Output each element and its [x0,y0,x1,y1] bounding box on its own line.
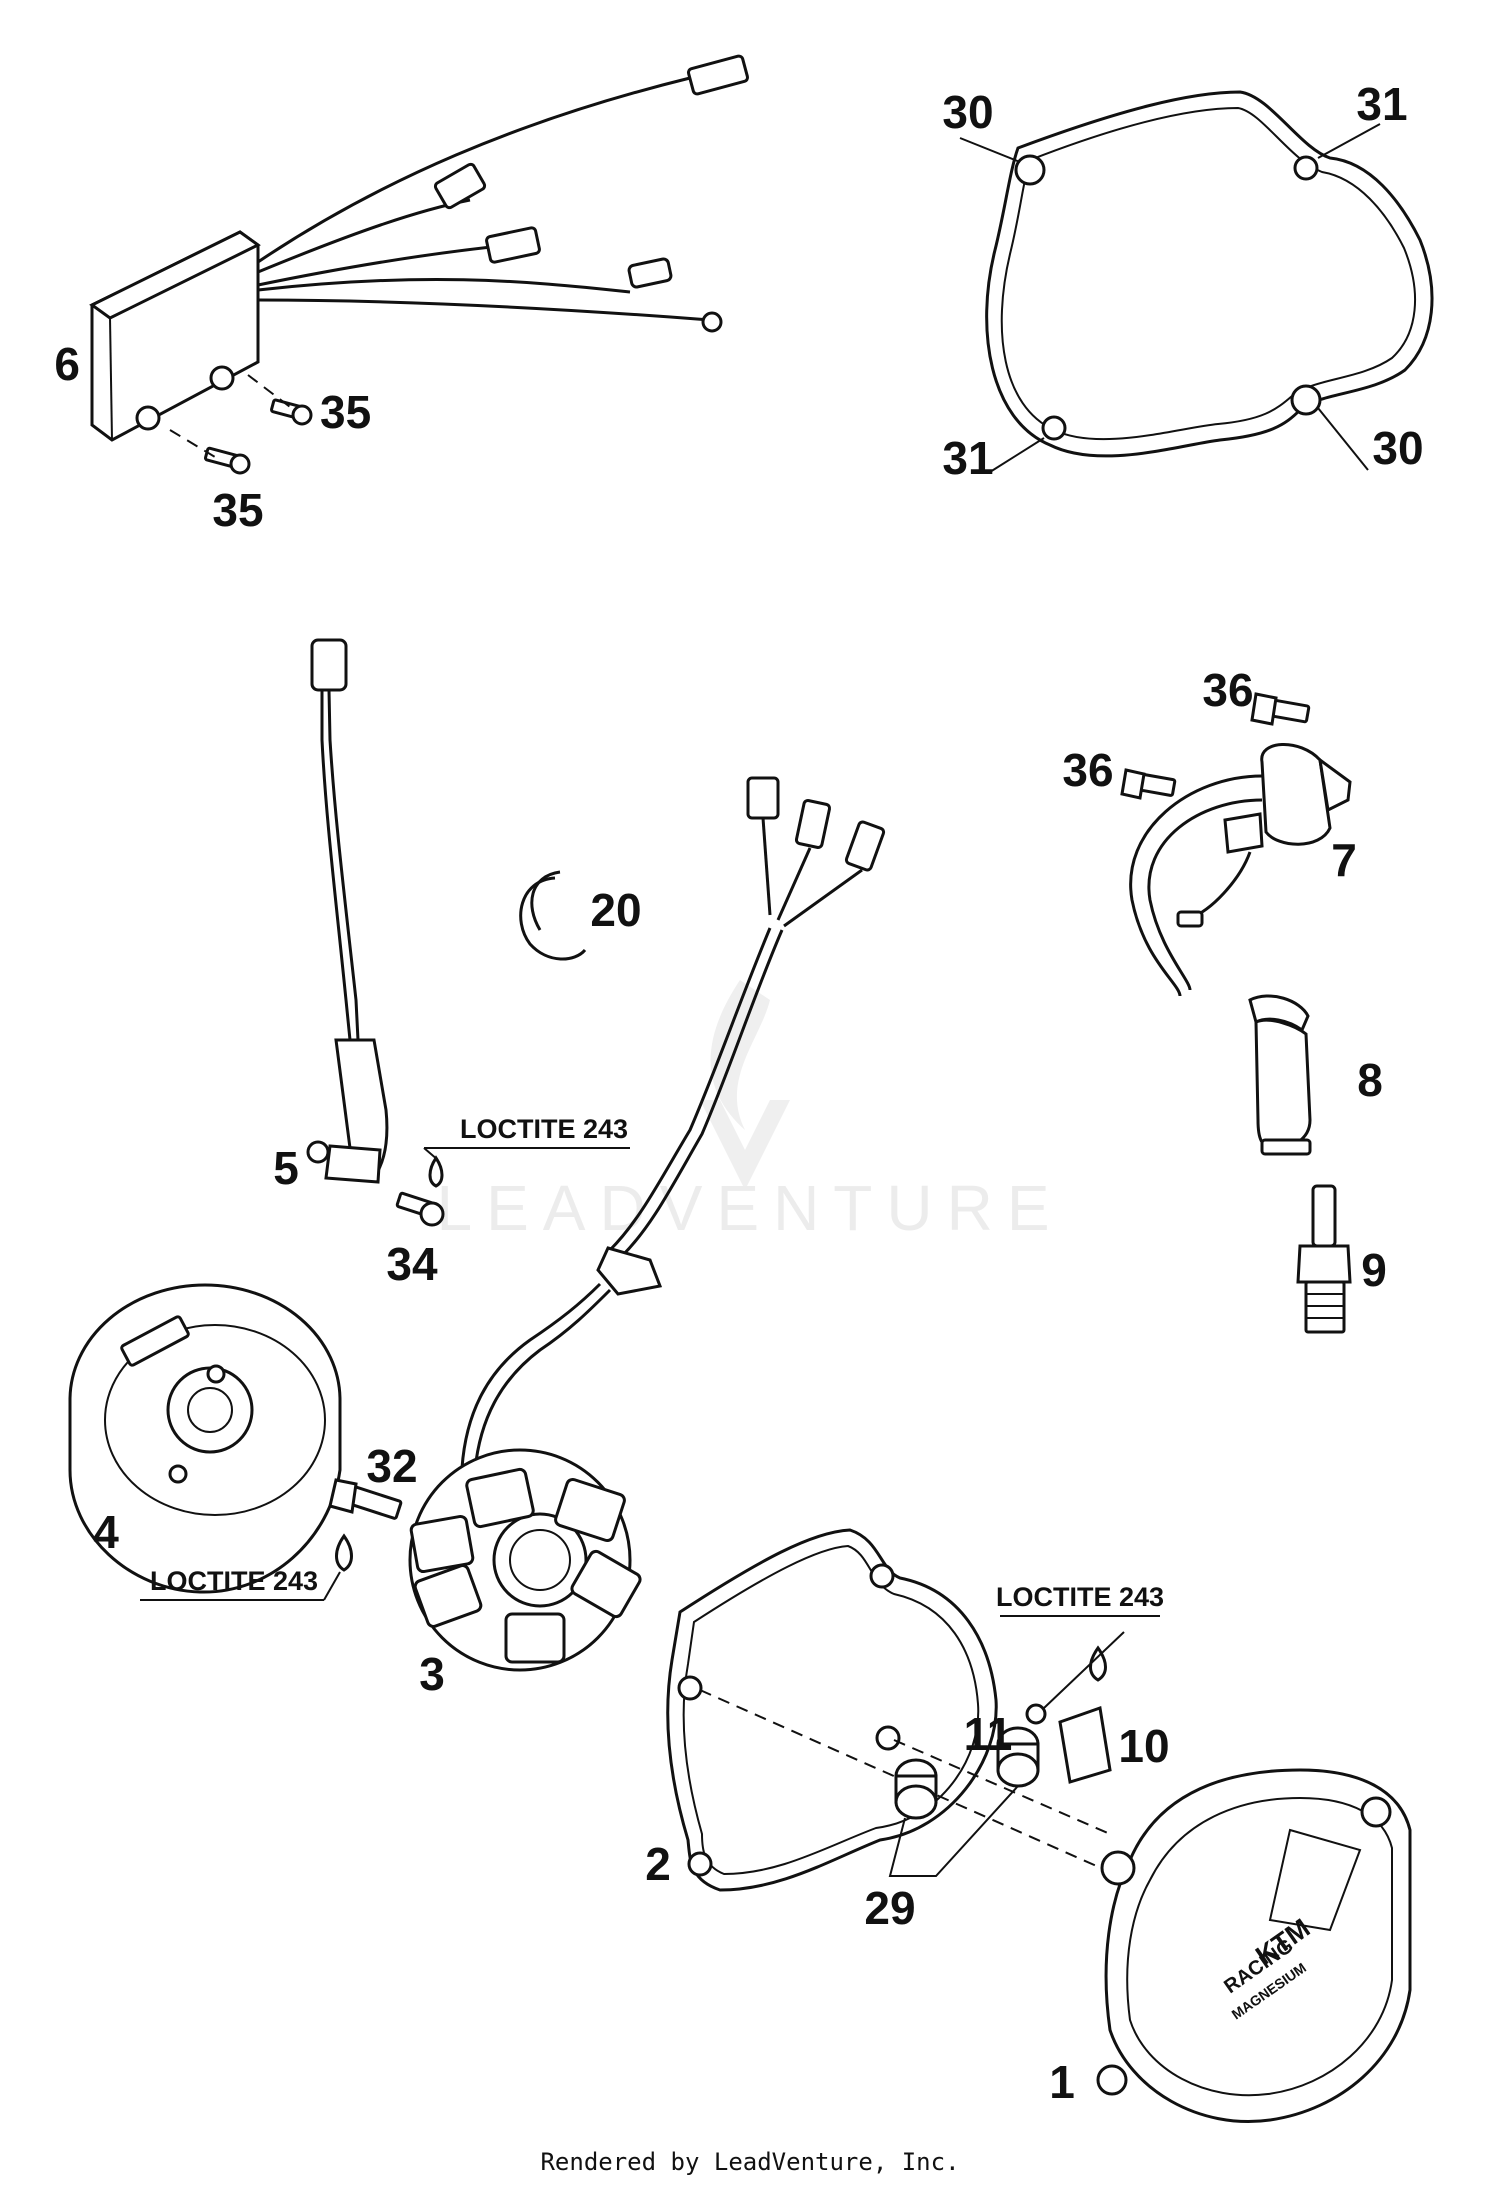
callout-7: 7 [1331,834,1357,886]
callout-30-bottom: 30 [1372,422,1423,474]
part-20-cable-clip[interactable] [519,870,587,961]
leader-30-bottom [1317,407,1369,471]
loctite-leader-a [423,1147,439,1161]
callout-32: 32 [366,1440,417,1492]
part-8-spark-plug-cap[interactable] [1248,994,1312,1156]
watermark-flame-icon [710,980,770,1130]
callout-29: 29 [864,1882,915,1934]
callout-35-lower: 35 [212,484,263,536]
callout-5: 5 [273,1142,299,1194]
callout-31-top: 31 [1356,78,1407,130]
callout-8: 8 [1357,1054,1383,1106]
part-6-cdi-unit[interactable] [89,54,750,442]
loctite-leader-c [1043,1631,1125,1709]
loctite-drop-34-icon [428,1155,444,1188]
part-29-dowel-a[interactable] [894,1758,938,1820]
callout-6: 6 [54,338,80,390]
watermark-v-icon [700,1100,790,1190]
leader-31-bottom [989,437,1045,473]
part-gasket-top[interactable] [985,90,1434,458]
part-35-screw-lower[interactable] [203,446,251,475]
callout-11: 11 [964,1708,1013,1760]
loctite-note-c: LOCTITE 243 [996,1582,1164,1612]
leader-31-top [1317,123,1381,159]
leader-35-lower [169,429,221,461]
loctite-note-a: LOCTITE 243 [460,1114,628,1144]
callout-10: 10 [1118,1720,1169,1772]
callout-4: 4 [93,1506,119,1558]
footer-credit: Rendered by LeadVenture, Inc. [540,2148,959,2176]
callout-30-top: 30 [942,86,993,138]
loctite-note-b: LOCTITE 243 [150,1566,318,1596]
watermark-text: LEADVENTURE [437,1172,1064,1244]
callout-35-upper: 35 [320,386,371,438]
callout-31-bottom: 31 [942,432,993,484]
callout-36-lower: 36 [1062,744,1113,796]
part-34-screw[interactable] [395,1191,445,1227]
callout-36-upper: 36 [1202,664,1253,716]
part-5-pickup-sensor[interactable] [306,638,389,1184]
callout-9: 9 [1361,1244,1387,1296]
part-29-dowel-b[interactable] [996,1726,1040,1788]
part-10-plate[interactable] [1058,1705,1112,1784]
part-36-screw-lower[interactable] [1120,768,1177,800]
part-11-screw[interactable] [1025,1703,1047,1725]
part-32-bolt[interactable] [328,1478,403,1520]
callout-1: 1 [1049,2056,1075,2108]
part-36-screw-upper[interactable] [1250,692,1311,726]
loctite-leader-b [323,1571,341,1601]
loctite-drop-32-icon [335,1533,353,1572]
part-7-ignition-coil[interactable] [1129,743,1352,997]
part-3-stator[interactable] [408,776,886,1672]
part-35-screw-upper[interactable] [270,398,313,426]
watermark: LEADVENTURE [437,980,1064,1244]
callout-3: 3 [419,1648,445,1700]
callout-20: 20 [590,884,641,936]
leader-29 [888,1785,1019,1877]
part-2-cover-gasket[interactable] [666,1528,998,1892]
part-1-ignition-cover[interactable]: KTM RACING MAGNESIUM [1096,1768,1412,2123]
loctite-drop-11-icon [1089,1645,1107,1682]
leader-35-upper [247,374,295,411]
leader-30-top [959,137,1021,163]
callout-34: 34 [386,1238,438,1290]
part-9-spark-plug[interactable] [1296,1184,1352,1334]
part-4-flywheel[interactable] [68,1283,342,1594]
callout-2: 2 [645,1838,671,1890]
